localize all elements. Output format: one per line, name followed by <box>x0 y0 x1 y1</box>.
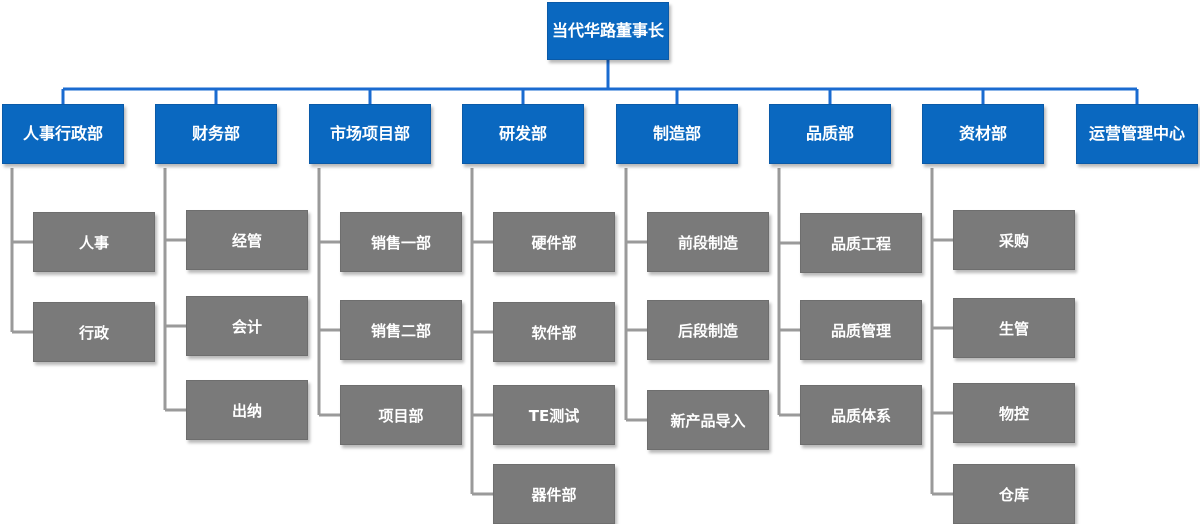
sub-unit-label: 品质管理 <box>830 321 891 340</box>
sub-unit-label: 项目部 <box>378 406 424 425</box>
dept-label: 制造部 <box>652 124 701 143</box>
dept-box: 研发部 <box>462 104 584 164</box>
ceo-title-line1: 当代华路 <box>551 21 616 40</box>
sub-unit-label: 经管 <box>231 231 262 250</box>
sub-unit-label: 新产品导入 <box>670 411 746 430</box>
sub-unit-box: 新产品导入 <box>647 390 769 450</box>
sub-unit-box: 人事 <box>33 212 155 272</box>
sub-unit-label: 物控 <box>998 404 1029 423</box>
sub-unit-label: 仓库 <box>998 485 1029 504</box>
sub-unit-box: 品质管理 <box>800 300 922 360</box>
dept-box: 人事行政部 <box>2 104 124 164</box>
dept-label: 品质部 <box>805 124 854 143</box>
dept-label: 人事行政部 <box>22 124 103 143</box>
sub-unit-label: 硬件部 <box>531 233 577 252</box>
sub-unit-box: TE测试 <box>493 385 615 445</box>
sub-unit-box: 销售二部 <box>340 300 462 360</box>
sub-unit-box: 后段制造 <box>647 300 769 360</box>
sub-unit-box: 出纳 <box>186 380 308 440</box>
dept-box: 制造部 <box>616 104 738 164</box>
sub-unit-box: 会计 <box>186 296 308 356</box>
sub-unit-label: 行政 <box>78 323 109 342</box>
sub-unit-label: 品质工程 <box>830 234 891 253</box>
sub-unit-box: 软件部 <box>493 302 615 362</box>
sub-unit-box: 采购 <box>953 210 1075 270</box>
sub-unit-label: 软件部 <box>531 323 577 342</box>
dept-label: 市场项目部 <box>329 124 410 143</box>
sub-unit-box: 仓库 <box>953 464 1075 524</box>
sub-unit-box: 品质工程 <box>800 213 922 273</box>
sub-unit-label: 品质体系 <box>830 406 891 425</box>
sub-unit-box: 器件部 <box>493 464 615 524</box>
sub-unit-label: 前段制造 <box>677 233 738 252</box>
sub-unit-label: 会计 <box>231 317 262 336</box>
dept-box: 品质部 <box>769 104 891 164</box>
sub-unit-label: 人事 <box>78 233 109 252</box>
dept-box: 财务部 <box>155 104 277 164</box>
dept-box: 运营管理中心 <box>1076 104 1198 164</box>
dept-label: 运营管理中心 <box>1088 124 1185 143</box>
sub-unit-label: 生管 <box>998 319 1029 338</box>
sub-unit-box: 硬件部 <box>493 212 615 272</box>
sub-unit-label: 器件部 <box>531 485 577 504</box>
ceo-box: 当代华路 董事长 <box>547 2 669 60</box>
sub-unit-label: 采购 <box>998 231 1029 250</box>
sub-unit-box: 品质体系 <box>800 385 922 445</box>
sub-unit-label: 销售二部 <box>370 321 431 340</box>
sub-unit-box: 经管 <box>186 210 308 270</box>
sub-unit-box: 生管 <box>953 298 1075 358</box>
dept-box: 资材部 <box>922 104 1044 164</box>
sub-unit-box: 行政 <box>33 302 155 362</box>
sub-unit-box: 前段制造 <box>647 212 769 272</box>
sub-unit-label: TE测试 <box>528 406 580 425</box>
sub-unit-box: 项目部 <box>340 385 462 445</box>
dept-label: 资材部 <box>958 124 1007 143</box>
sub-unit-label: 后段制造 <box>677 321 738 340</box>
ceo-title-line2: 董事长 <box>616 21 665 40</box>
sub-unit-label: 出纳 <box>231 401 262 420</box>
dept-label: 研发部 <box>498 124 547 143</box>
dept-label: 财务部 <box>191 124 240 143</box>
sub-unit-box: 物控 <box>953 383 1075 443</box>
dept-box: 市场项目部 <box>309 104 431 164</box>
sub-unit-label: 销售一部 <box>370 233 431 252</box>
sub-unit-box: 销售一部 <box>340 212 462 272</box>
